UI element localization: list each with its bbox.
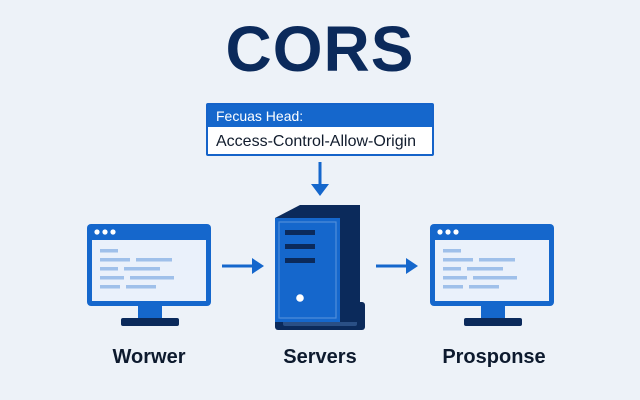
diagram-title: CORS (225, 13, 415, 85)
node-label-client: Worwer (112, 346, 186, 368)
node-label-server: Servers (283, 346, 357, 368)
server-icon (275, 205, 365, 330)
client-monitor-icon (87, 224, 211, 326)
arrow-right-icon (376, 258, 418, 274)
header-box-label: Fecuas Head: (208, 105, 432, 127)
header-box: Fecuas Head: Access-Control-Allow-Origin (206, 103, 434, 156)
node-label-response: Prosponse (442, 346, 546, 368)
arrow-right-icon (222, 258, 264, 274)
header-box-value: Access-Control-Allow-Origin (216, 133, 417, 150)
response-monitor-icon (430, 224, 554, 326)
arrow-down-icon (311, 162, 329, 196)
